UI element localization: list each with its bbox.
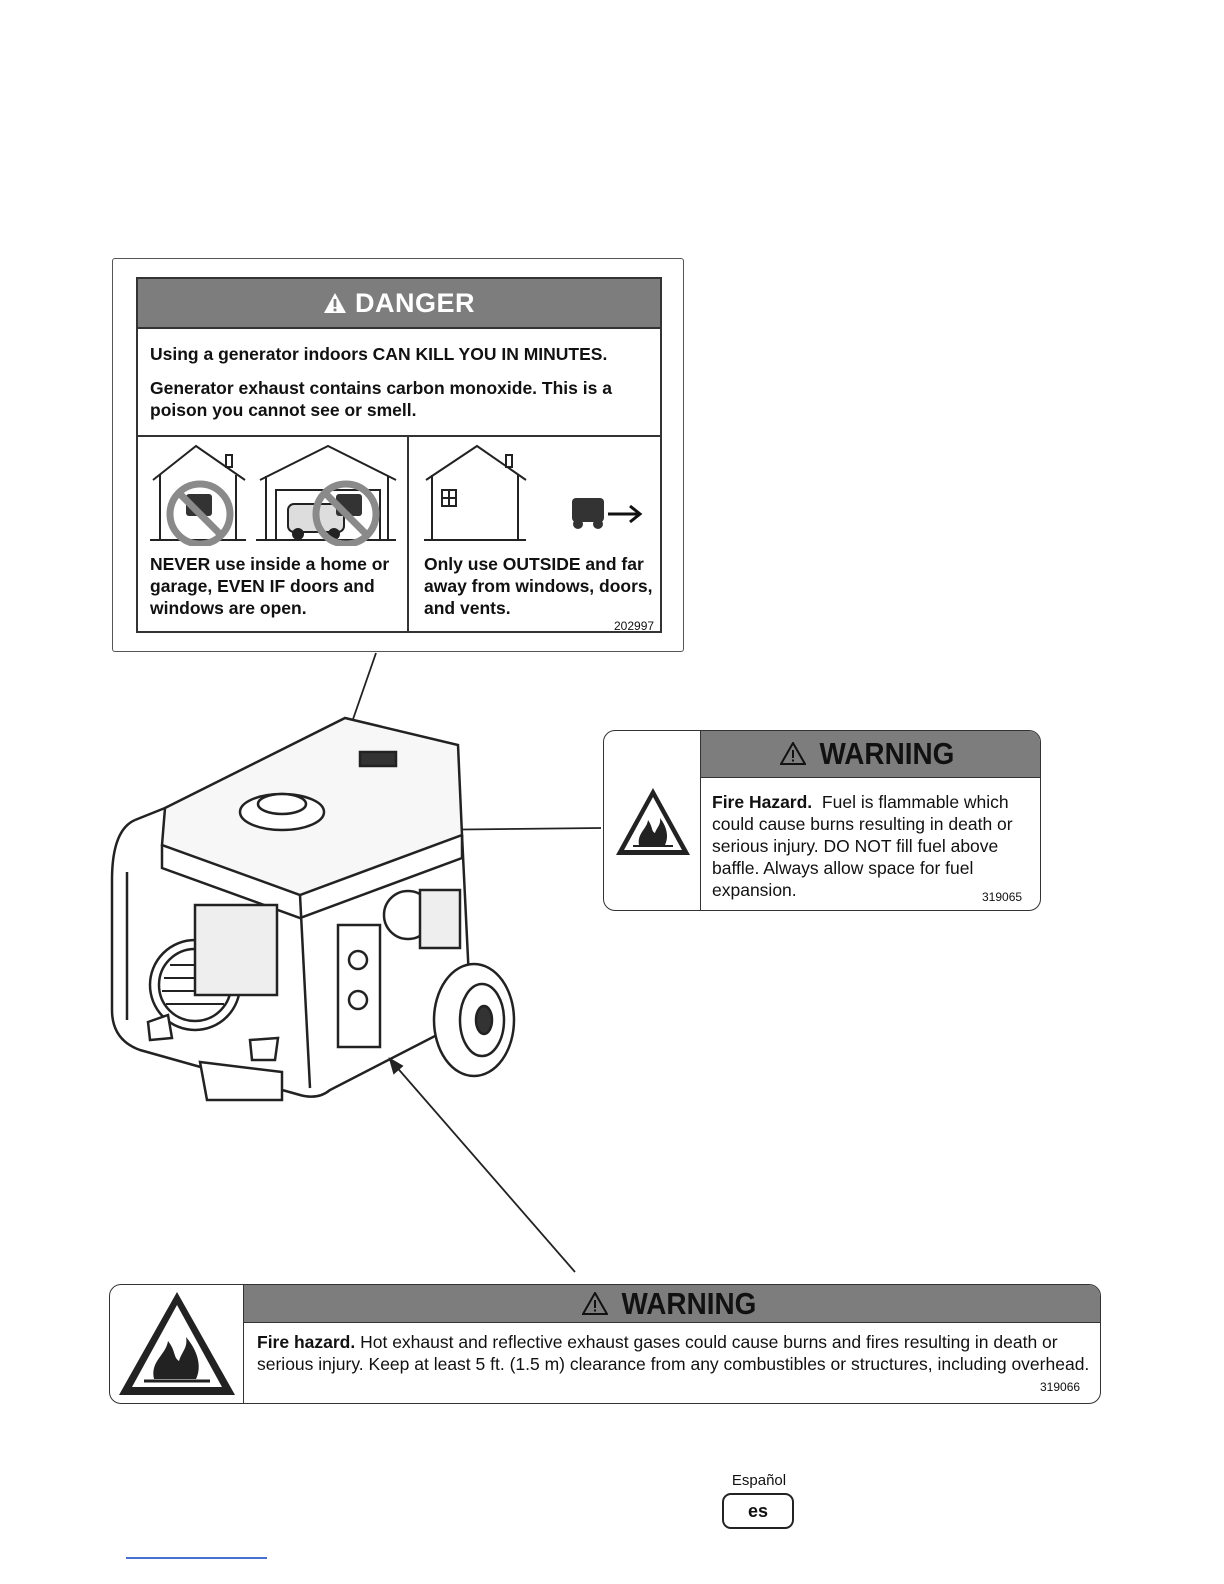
alert-triangle-icon [780,742,807,765]
danger-title: DANGER [354,287,475,318]
fire-hazard-icon [119,1292,235,1395]
exhaust-warning-title: WARNING [621,1285,757,1321]
language-badge[interactable]: es [722,1493,794,1529]
danger-line-1: Using a generator indoors CAN KILL YOU I… [150,344,608,364]
fire-hazard-icon [616,788,690,855]
fuel-warning-lead: Fire Hazard. [712,792,813,812]
footer-rule [126,1557,267,1559]
part-number: 202997 [614,619,655,633]
outdoor-use-pictogram [424,444,643,541]
generator-frame [110,716,516,1102]
danger-label-frame [112,258,684,652]
fuel-warning-icon-column [604,731,701,910]
generator-icon [572,498,604,529]
outdoor-instruction-text: Only use OUTSIDE and far away from windo… [424,554,653,618]
exhaust-warning-header: WARNING [244,1285,1100,1323]
exhaust-warning-lead: Fire hazard. [257,1332,356,1352]
danger-header: DANGER [138,279,660,329]
alert-triangle-icon [323,293,346,313]
part-number: 319066 [1040,1380,1081,1394]
fuel-warning-label: WARNING Fire Hazard. Fuel is flammable w… [603,730,1041,911]
house-icon [150,444,246,541]
alert-triangle-icon [582,1291,609,1315]
fuel-warning-title: WARNING [819,736,955,771]
danger-column-divider [407,437,409,633]
prohibited-icon [166,480,380,546]
exhaust-warning-text: Fire hazard. Hot exhaust and reflective … [257,1331,1097,1375]
exhaust-warning-icon-column [110,1285,244,1403]
exhaust-warning-label: WARNING Fire hazard. Hot exhaust and ref… [109,1284,1101,1404]
house-icon [424,444,527,541]
indoor-warning-text: NEVER use inside a home or garage, EVEN … [150,554,390,618]
fuel-warning-header: WARNING [701,731,1040,778]
part-number: 319065 [982,890,1023,904]
fuel-warning-body: Fuel is flammable which could cause burn… [712,792,1013,900]
fuel-warning-text: Fire Hazard. Fuel is flammable which cou… [712,791,1032,901]
exhaust-warning-body: Hot exhaust and reflective exhaust gases… [257,1332,1090,1374]
language-label: Español [731,1472,787,1489]
danger-label: DANGER Using a generator indoors CAN KIL… [136,277,662,633]
danger-divider [138,435,660,437]
indoor-prohibited-pictogram [150,444,397,546]
arrow-right-icon [608,504,643,524]
danger-line-2: Generator exhaust contains carbon monoxi… [150,378,612,420]
